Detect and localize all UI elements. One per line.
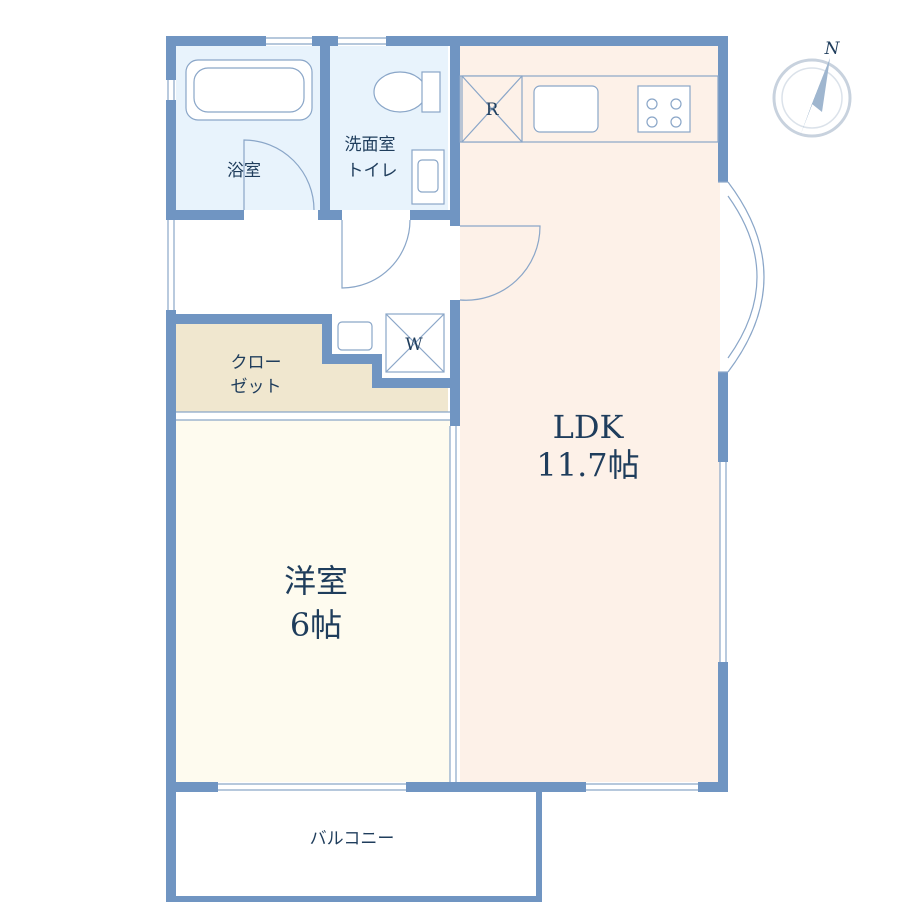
- wall-balcony-bottom: [166, 896, 542, 902]
- western-area: 6帖: [290, 606, 342, 644]
- shoe-sink: [337, 321, 373, 351]
- wall-closet-step-h2: [372, 378, 458, 388]
- wall-closet-top: [166, 314, 332, 324]
- compass-ring-inner: [781, 67, 843, 129]
- wall-left-lower: [166, 310, 176, 790]
- fridge-label: R: [486, 100, 500, 120]
- wall-top-mid: [312, 36, 338, 46]
- wall-wash-bottom: [410, 210, 460, 220]
- wall-closet-step-v: [322, 314, 332, 364]
- wall-ldk-left-top: [450, 46, 460, 226]
- compass-ring: [772, 58, 852, 138]
- washroom-line1: 洗面室: [345, 135, 396, 155]
- wall-ldk-left-mid: [450, 300, 460, 426]
- wall-left-upper: [166, 36, 176, 80]
- burner-a: [646, 98, 658, 110]
- closet-line2: ゼット: [231, 377, 282, 397]
- closet-floor: [176, 324, 448, 412]
- wall-top-right: [386, 36, 728, 46]
- wall-bath-bottom: [176, 210, 244, 220]
- labels: LDK 11.7帖 洋室 6帖 浴室 洗面室 トイレ クロー ゼット バルコニー…: [227, 39, 841, 849]
- wall-left-bath: [166, 100, 176, 220]
- wall-right-low: [718, 662, 728, 790]
- bath-name: 浴室: [227, 161, 261, 181]
- burner-b: [670, 98, 682, 110]
- compass: [772, 58, 852, 138]
- wall-bath-right: [320, 46, 330, 220]
- ldk-name: LDK: [553, 408, 625, 446]
- wall-top-left: [166, 36, 266, 46]
- balcony-name: バルコニー: [310, 829, 395, 849]
- washroom-line2: トイレ: [347, 161, 398, 181]
- wall-right-mid: [718, 372, 728, 462]
- wall-bottom-c: [698, 782, 728, 792]
- wall-closet-step-v2: [372, 354, 382, 388]
- bath-door: [243, 139, 315, 211]
- wall-closet-step-h: [322, 354, 378, 364]
- washer-label: W: [405, 335, 423, 355]
- balcony-floor: [176, 792, 540, 898]
- toilet-tank: [421, 71, 441, 113]
- burner-d: [670, 116, 682, 128]
- wash-door: [341, 219, 411, 289]
- sink: [533, 85, 599, 133]
- fixtures: [185, 59, 719, 373]
- stove: [637, 85, 691, 133]
- wall-bottom-b: [406, 782, 586, 792]
- western-floor: [176, 420, 450, 782]
- wall-balcony-left: [166, 790, 176, 900]
- wall-bath-bottom-b: [318, 210, 342, 220]
- hall-floor: [176, 218, 452, 314]
- ldk-door: [459, 225, 541, 301]
- walls: [166, 36, 728, 902]
- doors: [243, 139, 541, 301]
- ldk-area: 11.7帖: [536, 446, 639, 484]
- toilet-bowl: [373, 71, 427, 113]
- bathtub-inner: [193, 67, 305, 113]
- ldk-floor: [460, 46, 720, 782]
- wall-bottom-a: [166, 782, 218, 792]
- closet-line1: クロー: [231, 353, 282, 373]
- compass-needle-shadow: [812, 58, 830, 112]
- western-name: 洋室: [284, 562, 348, 600]
- wash-basin-bowl: [417, 159, 439, 193]
- burner-c: [646, 116, 658, 128]
- wall-balcony-right: [536, 790, 542, 902]
- windows: [167, 37, 765, 791]
- compass-north-label: N: [824, 39, 841, 59]
- wall-right-upper: [718, 36, 728, 182]
